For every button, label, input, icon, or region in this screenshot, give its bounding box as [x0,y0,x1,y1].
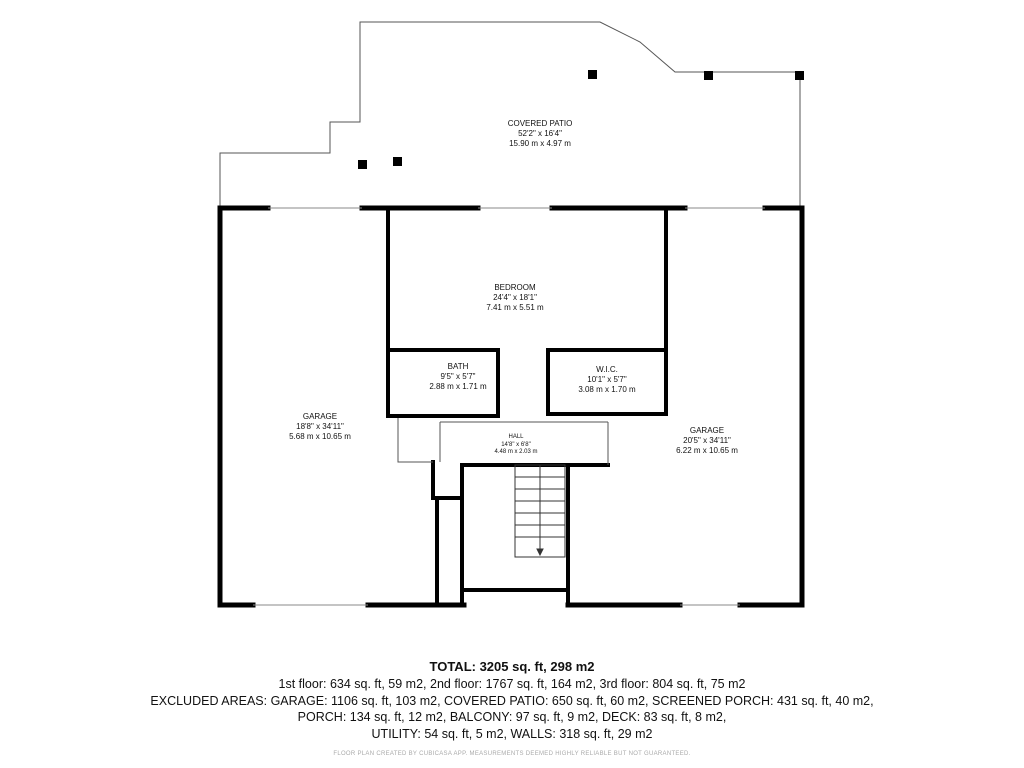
floor-areas-line: 1st floor: 634 sq. ft, 59 m2, 2nd floor:… [278,677,746,691]
patio-post [704,71,713,80]
room-name: BATH [447,362,469,371]
interior-walls [386,206,668,607]
room-dim-imperial: 20'5" x 34'11" [683,436,731,445]
room-name: COVERED PATIO [507,119,573,128]
room-dim-metric: 5.68 m x 10.65 m [289,432,351,441]
excluded-areas-line: EXCLUDED AREAS: GARAGE: 1106 sq. ft, 103… [150,693,874,708]
patio-outline [219,21,801,208]
disclaimer-footer: FLOOR PLAN CREATED BY CUBICASA APP. MEAS… [333,751,691,757]
room-label-bedroom: BEDROOM 24'4" x 18'1" 7.41 m x 5.51 m [465,283,565,313]
area-summary: TOTAL: 3205 sq. ft, 298 m2 1st floor: 63… [0,658,1024,757]
room-dim-imperial: 14'8" x 6'8" [501,441,531,448]
room-name: W.I.C. [596,365,618,374]
room-label-wic: W.I.C. 10'1" x 5'7" 3.08 m x 1.70 m [562,365,652,395]
room-dim-metric: 15.90 m x 4.97 m [509,139,571,148]
excluded-areas-line-2: PORCH: 134 sq. ft, 12 m2, BALCONY: 97 sq… [297,710,727,724]
hall-lines [397,418,609,465]
opening-lines [253,207,765,606]
room-name: HALL [508,434,524,440]
room-label-garage-right: GARAGE 20'5" x 34'11" 6.22 m x 10.65 m [657,426,757,456]
room-dim-metric: 3.08 m x 1.70 m [578,385,636,394]
room-name: GARAGE [689,426,725,435]
total-area: TOTAL: 3205 sq. ft, 298 m2 [429,659,595,674]
room-label-hall: HALL 14'8" x 6'8" 4.48 m x 2.03 m [486,434,546,457]
room-dim-metric: 2.88 m x 1.71 m [429,382,487,391]
room-name: BEDROOM [494,283,536,292]
room-label-garage-left: GARAGE 18'8" x 34'11" 5.68 m x 10.65 m [270,412,370,442]
room-dim-imperial: 24'4" x 18'1" [493,293,537,302]
room-dim-imperial: 9'5" x 5'7" [440,372,476,381]
room-label-bath: BATH 9'5" x 5'7" 2.88 m x 1.71 m [413,362,503,392]
patio-post [795,71,804,80]
staircase [514,464,566,558]
room-dim-imperial: 10'1" x 5'7" [587,375,627,384]
room-dim-metric: 4.48 m x 2.03 m [494,449,538,455]
floor-plan [217,21,805,608]
exterior-walls [217,205,805,608]
room-label-covered-patio: COVERED PATIO 52'2" x 16'4" 15.90 m x 4.… [490,119,590,149]
patio-post [358,160,367,169]
room-name: GARAGE [302,412,338,421]
patio-post [588,70,597,79]
room-dim-imperial: 18'8" x 34'11" [296,422,344,431]
room-dim-imperial: 52'2" x 16'4" [518,129,562,138]
room-dim-metric: 6.22 m x 10.65 m [676,446,738,455]
patio-post [393,157,402,166]
room-dim-metric: 7.41 m x 5.51 m [486,303,544,312]
excluded-areas-line-3: UTILITY: 54 sq. ft, 5 m2, WALLS: 318 sq.… [371,726,653,741]
